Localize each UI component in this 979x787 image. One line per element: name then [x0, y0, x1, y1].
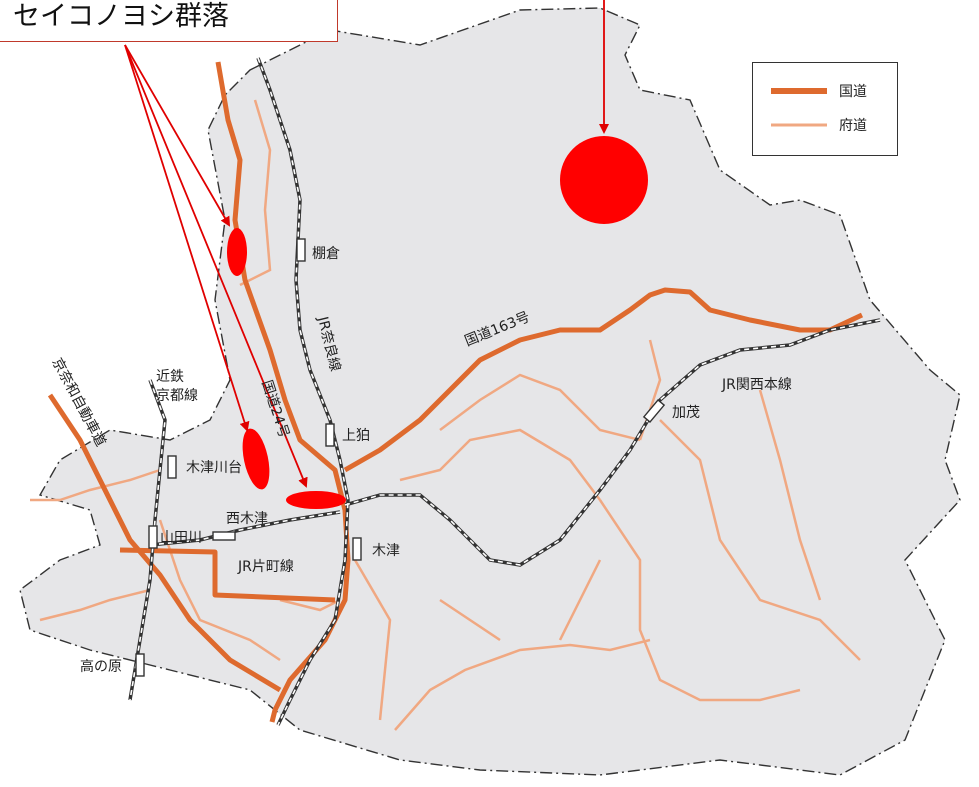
label-jr-katamachi: JR片町線 [237, 559, 294, 575]
label-kintetsu-1: 近鉄 [156, 369, 184, 385]
callout-title: セイコノヨシ群落 [0, 0, 338, 42]
station-markers [135, 238, 666, 677]
label-tanakura: 棚倉 [312, 246, 340, 262]
arrow-to-south [124, 44, 308, 488]
label-kintetsu-2: 京都線 [156, 388, 198, 404]
colony-markers [227, 136, 648, 509]
station-kizugawadai-marker [167, 455, 177, 479]
station-takanohara-marker [135, 653, 145, 677]
legend-row-national: 国道 [771, 81, 867, 101]
colony-marker-south [286, 491, 346, 509]
station-yamadagawa-marker [148, 525, 158, 549]
label-kizu: 木津 [372, 543, 400, 559]
label-yamadagawa: 山田川 [160, 530, 202, 546]
legend-swatch-national [771, 88, 827, 94]
legend-swatch-prefectural [771, 123, 827, 127]
national-roads [47, 61, 864, 723]
colony-marker-mid [242, 428, 270, 490]
colony-marker-north [227, 228, 247, 276]
station-kamo-marker [642, 399, 666, 423]
colony-marker-large [560, 136, 648, 224]
legend-label-national: 国道 [839, 84, 867, 100]
legend-label-prefectural: 府道 [839, 118, 867, 134]
station-nishikizu-marker [212, 531, 236, 541]
label-nishikizu: 西木津 [226, 511, 268, 527]
prefectural-roads [30, 99, 861, 731]
map-legend: 国道 府道 [752, 62, 898, 156]
station-kizu-marker [352, 537, 362, 561]
label-kamikoma: 上狛 [342, 428, 370, 444]
station-kamikoma-marker [325, 423, 335, 447]
railways [128, 57, 881, 726]
keinawa-line [47, 393, 282, 693]
route-163-line [343, 287, 864, 473]
label-takanohara: 高の原 [80, 658, 122, 675]
station-tanakura-marker [296, 238, 306, 262]
label-kizugawadai: 木津川台 [186, 460, 242, 476]
label-jr-kansai-main: JR関西本線 [721, 377, 792, 393]
land-area [19, 7, 961, 776]
arrow-to-mid [124, 44, 250, 432]
katamachi-road [119, 547, 336, 603]
callout-arrows [124, 0, 609, 488]
route-24-line [215, 61, 351, 723]
legend-row-prefectural: 府道 [771, 115, 867, 135]
label-kamo: 加茂 [672, 404, 700, 421]
arrow-to-north [124, 44, 231, 227]
